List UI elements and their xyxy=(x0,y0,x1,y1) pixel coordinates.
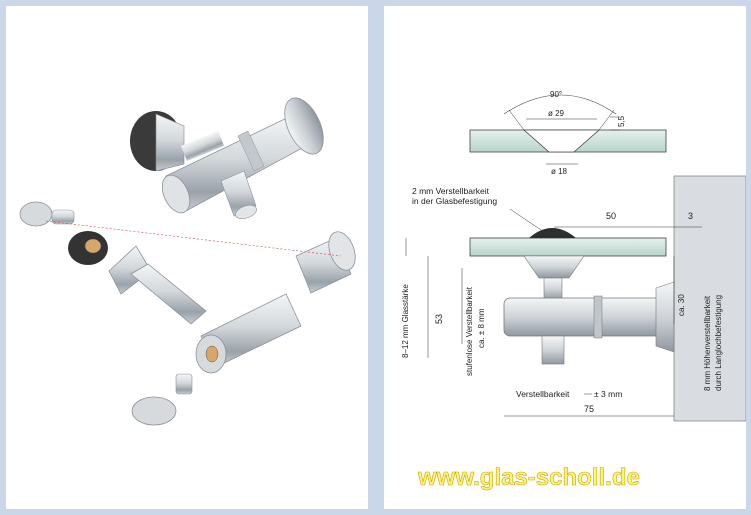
seal-cap xyxy=(529,228,576,238)
exploded-view-panel xyxy=(6,6,368,509)
length-75-label: 75 xyxy=(584,404,594,414)
threaded-pin xyxy=(130,263,207,325)
small-screw xyxy=(51,209,75,225)
set-screw xyxy=(175,373,193,395)
hole-dia-label: ø 18 xyxy=(551,167,568,176)
adjust-label: Verstellbarkeit xyxy=(516,389,570,399)
watermark: www.glas-scholl.de xyxy=(417,464,640,491)
bottom-cap xyxy=(131,396,177,426)
fitting-side-view xyxy=(469,228,675,365)
technical-drawing: 90° ø 29 5,5 ø 18 xyxy=(401,90,746,491)
exploded-parts xyxy=(19,201,356,426)
glass-pane-side xyxy=(469,237,667,257)
ca30-label: ca. 30 xyxy=(677,294,686,316)
countersink-hole xyxy=(522,129,601,153)
height-adj-line1: 8 mm Höhenverstellbarkeit xyxy=(703,295,712,391)
wall xyxy=(673,175,746,422)
exploded-view-drawing xyxy=(19,97,356,426)
adjust-glass-line2: in der Glasbefestigung xyxy=(412,196,497,206)
length-50-label: 50 xyxy=(606,211,616,221)
height-adj-line2: durch Langlochbefestigung xyxy=(714,295,723,391)
arm-side xyxy=(503,297,665,337)
stepless-line2: ca. ± 8 mm xyxy=(477,308,486,348)
length-3-label: 3 xyxy=(688,211,693,221)
countersink-detail: 90° ø 29 5,5 ø 18 xyxy=(469,90,667,176)
cover-cap xyxy=(19,201,53,227)
angle-label: 90° xyxy=(550,90,562,99)
glass-thickness-label: 8–12 mm Glasstärke xyxy=(401,284,410,358)
stepless-line1: stufenlose Verstellbarkeit xyxy=(465,286,474,376)
adjust-glass-line1: 2 mm Verstellbarkeit xyxy=(412,186,490,196)
adjust-value: ± 3 mm xyxy=(594,389,622,399)
height-53-label: 53 xyxy=(434,314,444,324)
assembled-fitting xyxy=(130,97,324,220)
technical-drawing-panel: 90° ø 29 5,5 ø 18 xyxy=(384,6,746,509)
depth-label: 5,5 xyxy=(617,115,626,127)
countersink-dia-label: ø 29 xyxy=(548,109,565,118)
